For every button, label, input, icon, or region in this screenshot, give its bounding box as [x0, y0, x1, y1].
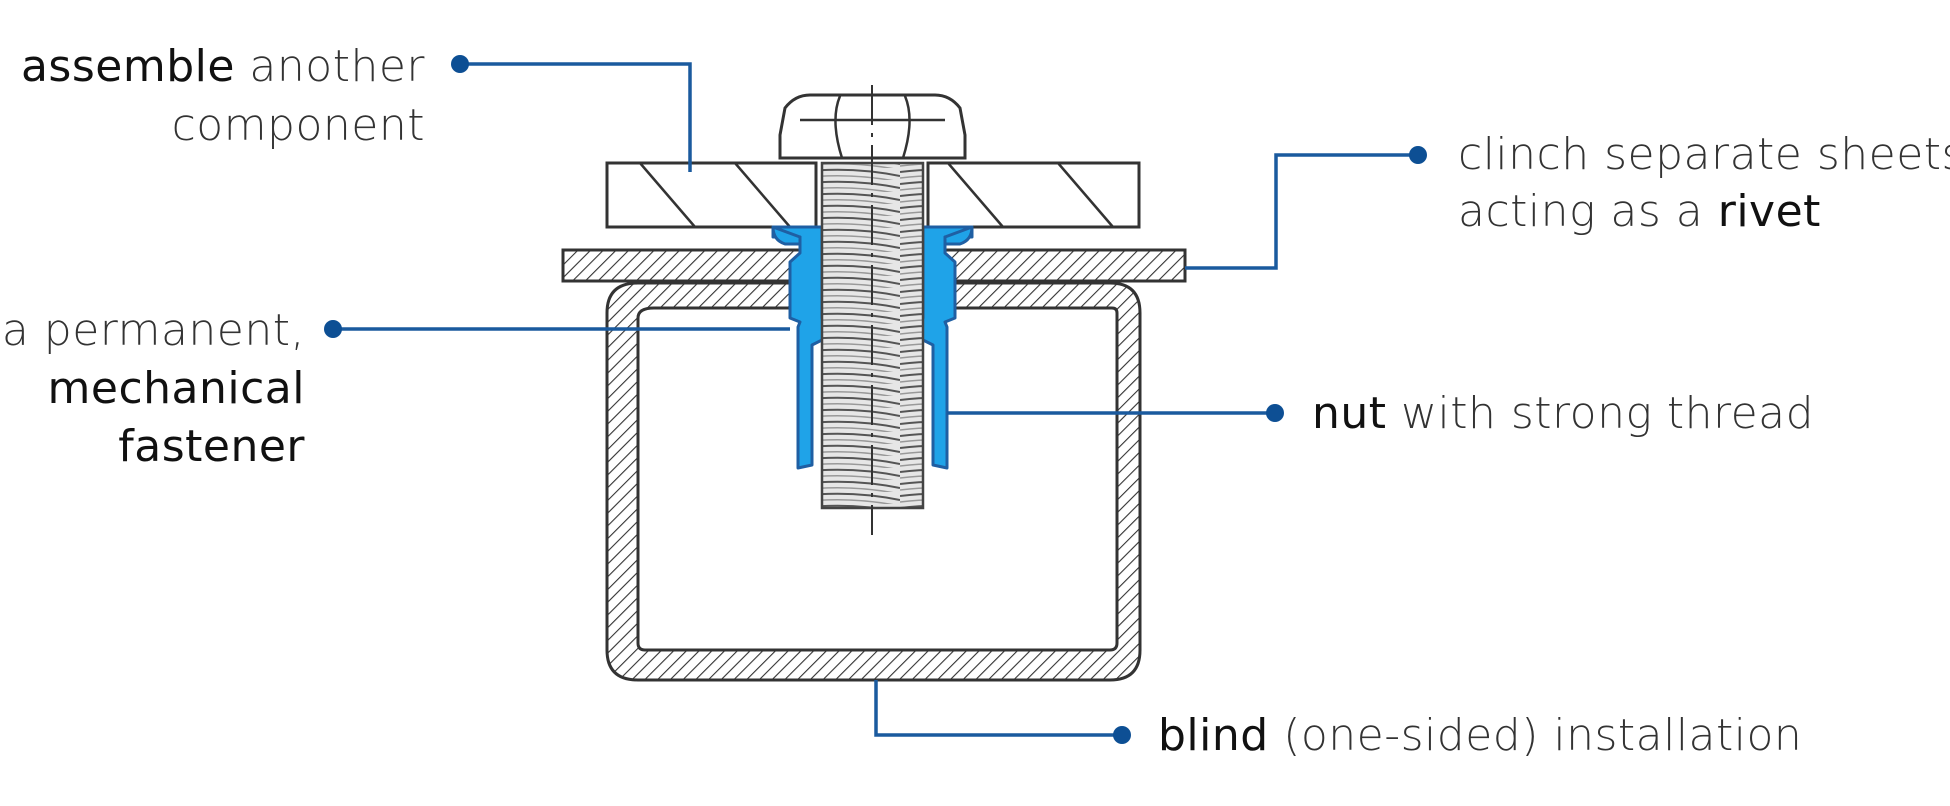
dot-clinch: [1409, 146, 1427, 164]
component-plate-left: [605, 161, 818, 229]
label-nut: nut with strong thread: [1312, 388, 1814, 439]
leader-assemble: [460, 62, 692, 172]
label-blind: blind (one-sided) installation: [1158, 710, 1802, 761]
dot-blind: [1113, 726, 1131, 744]
sheet-right: [938, 248, 1187, 283]
label-permanent-line1: a permanent,: [2, 305, 305, 356]
component-plate-right: [926, 161, 1141, 229]
label-permanent-line3: fastener: [118, 421, 305, 472]
rivet-nut-collar: [771, 225, 974, 246]
label-permanent-line2: mechanical: [48, 363, 305, 414]
sheet-left: [561, 248, 805, 283]
label-assemble-line1: assemble another: [21, 41, 425, 92]
bolt-head: [778, 93, 967, 160]
dot-assemble: [451, 55, 469, 73]
label-clinch-line2: acting as a rivet: [1458, 186, 1821, 237]
leader-blind: [874, 680, 1122, 737]
leader-clinch: [1185, 153, 1418, 270]
dot-nut: [1266, 404, 1284, 422]
tube-section: [605, 281, 1142, 682]
label-clinch-line1: clinch separate sheets,: [1458, 129, 1950, 180]
plate-section-lines: [639, 162, 1114, 228]
dot-permanent: [324, 320, 342, 338]
label-assemble-line2: component: [172, 100, 425, 151]
